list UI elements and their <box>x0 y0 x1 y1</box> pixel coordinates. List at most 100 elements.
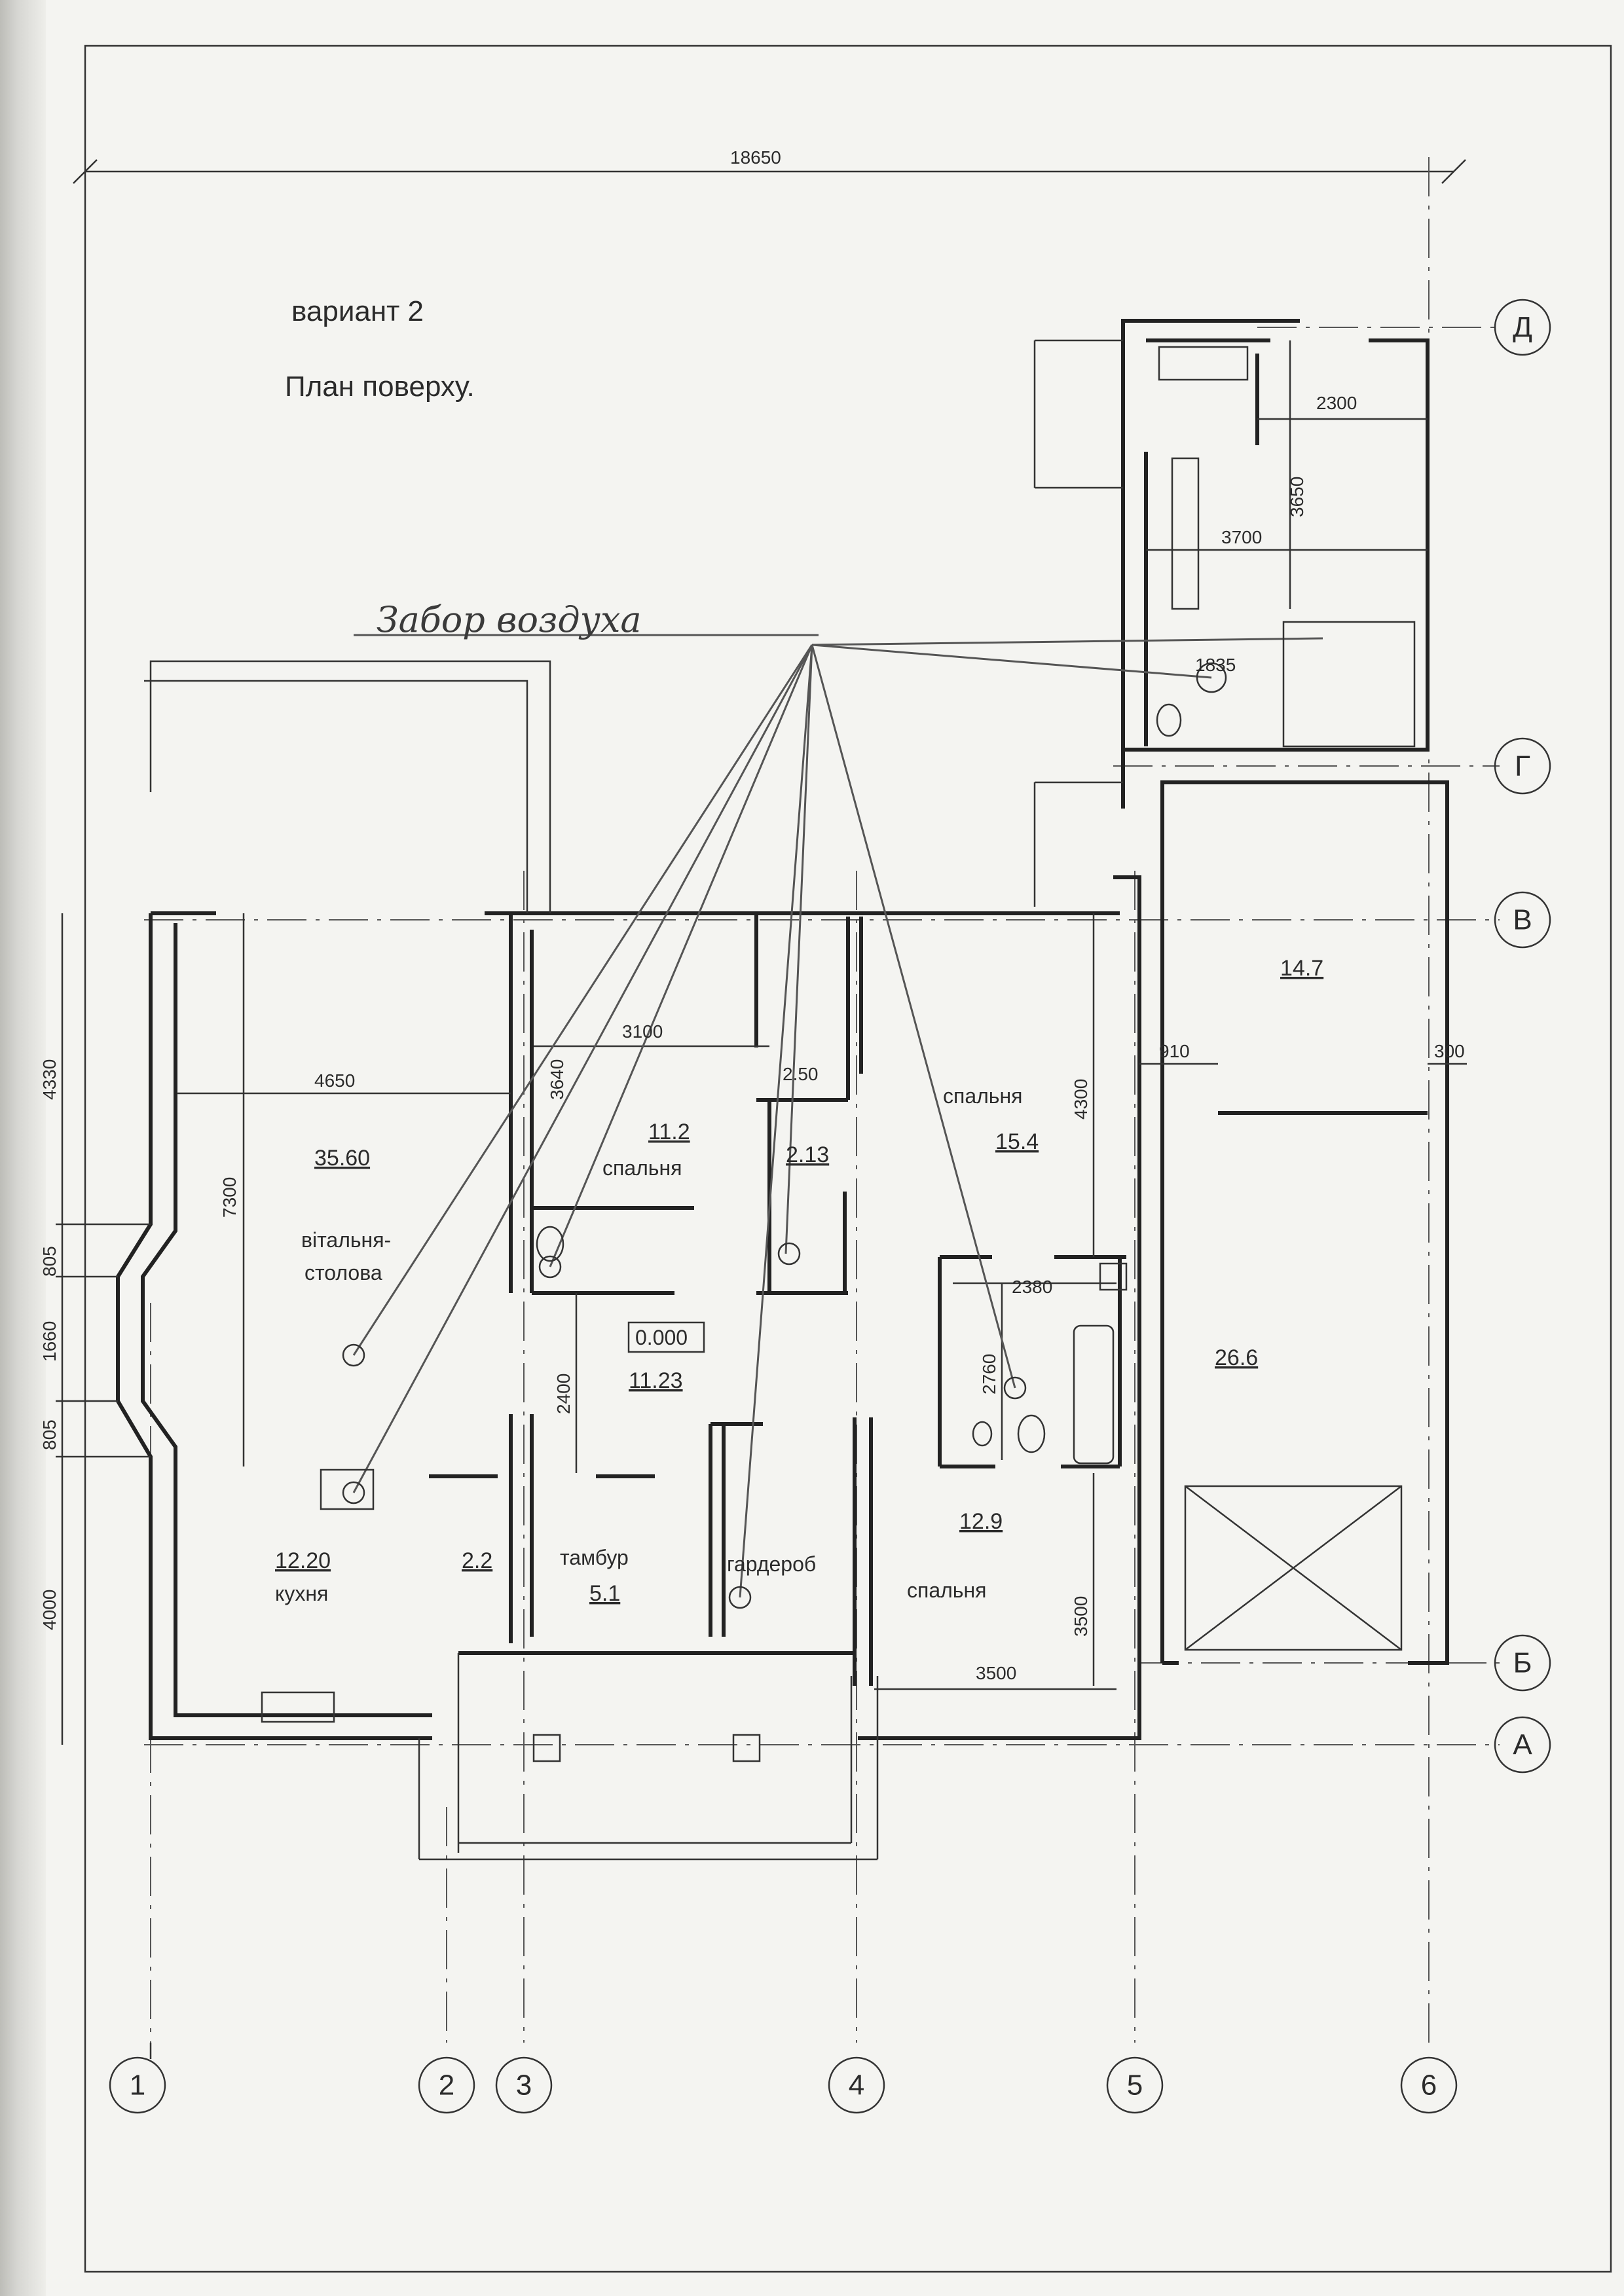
garage-area: 26.6 <box>1215 1345 1258 1370</box>
duct-bath-ne <box>811 644 1016 1389</box>
column-icon <box>732 1734 761 1762</box>
axis-bubble-B <box>1494 1634 1551 1692</box>
scan-edge-shadow <box>0 0 46 2296</box>
hall-area: 11.23 <box>629 1368 683 1393</box>
diffuser-kitchen <box>342 1481 365 1504</box>
dim-3700: 3700 <box>1221 527 1262 547</box>
dim-4300: 4300 <box>1071 1079 1091 1120</box>
axis-label-V: В <box>1513 904 1532 936</box>
diffuser-wc <box>538 1255 562 1279</box>
dim-4650: 4650 <box>314 1070 355 1091</box>
axis-bubble-6 <box>1400 2056 1458 2114</box>
dim-2400: 2400 <box>553 1374 574 1414</box>
dim-left-805-bottom: 805 <box>39 1419 60 1450</box>
vestibule-name: тамбур <box>560 1546 629 1569</box>
living-name-line2: столова <box>304 1261 382 1285</box>
sink-icon <box>972 1421 993 1447</box>
bedroom-ne-name: спальня <box>943 1084 1022 1108</box>
axis-bubble-5 <box>1106 2056 1164 2114</box>
axis-bubble-D <box>1494 299 1551 356</box>
axis-bubble-2 <box>418 2056 475 2114</box>
axis-label-B: Б <box>1513 1647 1532 1679</box>
plan-title: План поверху. <box>285 371 475 403</box>
sauna-bench-icon <box>1282 621 1416 748</box>
dim-3100: 3100 <box>622 1021 663 1042</box>
axis-markers <box>109 299 1551 2114</box>
shower-icon <box>1099 1262 1128 1291</box>
duct-annex <box>811 644 1212 679</box>
axis-bubble-V <box>1494 891 1551 949</box>
axis-bubble-4 <box>828 2056 885 2114</box>
bedroom-ne-area: 15.4 <box>995 1129 1039 1154</box>
air-diffusers <box>342 662 1227 1609</box>
axis-bubble-1 <box>109 2056 166 2114</box>
kitchen-area: 12.20 <box>275 1548 331 1573</box>
pantry-area: 2.2 <box>462 1548 492 1573</box>
axis-label-D: Д <box>1513 312 1532 344</box>
dimension-lines <box>56 340 1467 1745</box>
plumbing-fixtures <box>261 346 1416 1762</box>
bedroom-small-area: 11.2 <box>648 1120 690 1144</box>
garage-annex-area: 14.7 <box>1280 956 1323 981</box>
dim-3500-horizontal: 3500 <box>976 1663 1016 1683</box>
dim-3500-vertical: 3500 <box>1071 1596 1091 1637</box>
dim-left-805-top: 805 <box>39 1246 60 1277</box>
dim-left-4330: 4330 <box>39 1059 60 1100</box>
dim-1835: 1835 <box>1195 655 1236 675</box>
dim-910: 910 <box>1159 1041 1190 1061</box>
axis-label-3: 3 <box>516 2069 532 2102</box>
column-icon <box>532 1734 561 1762</box>
bedroom-se-area: 12.9 <box>959 1509 1003 1534</box>
level-mark-frame <box>627 1321 705 1353</box>
duct-bath-small <box>784 644 813 1254</box>
floor-level-mark: 0.000 <box>635 1326 688 1349</box>
duct-wardrobe <box>739 644 813 1598</box>
duct-boiler <box>811 637 1323 646</box>
vestibule-area: 5.1 <box>589 1581 620 1606</box>
dim-left-4000: 4000 <box>39 1590 60 1630</box>
garage-pit <box>1184 1485 1403 1651</box>
kitchen-name: кухня <box>275 1582 328 1605</box>
toilet-icon <box>536 1226 564 1262</box>
duct-kitchen <box>352 644 813 1493</box>
axis-label-A: А <box>1513 1729 1532 1761</box>
axis-label-6: 6 <box>1421 2069 1437 2102</box>
dim-overall: 18650 <box>730 147 781 168</box>
living-name-line1: вітальня- <box>301 1228 391 1252</box>
bedroom-se-name: спальня <box>907 1578 986 1602</box>
dim-2380: 2380 <box>1012 1277 1052 1297</box>
dim-300: 300 <box>1434 1041 1465 1061</box>
toilet-icon <box>1156 703 1182 737</box>
diffuser-bath-small <box>777 1242 801 1266</box>
kitchen-sink-icon <box>261 1691 335 1723</box>
air-duct-runs <box>352 634 1323 1598</box>
dim-7300: 7300 <box>219 1177 240 1218</box>
axis-bubble-G <box>1494 737 1551 795</box>
dim-3640: 3640 <box>547 1059 567 1100</box>
variant-label: вариант 2 <box>291 295 424 327</box>
sheet-frame <box>84 45 1612 2273</box>
dim-left-1660: 1660 <box>39 1321 60 1362</box>
stove-icon <box>320 1468 375 1510</box>
handwritten-note: Забор воздуха <box>377 599 642 640</box>
shelving-icon <box>1171 457 1200 610</box>
bathroom-small-area: 2.13 <box>786 1142 829 1167</box>
axis-label-2: 2 <box>439 2069 454 2102</box>
diffuser-wardrobe <box>728 1586 752 1609</box>
axis-label-G: Г <box>1515 750 1530 782</box>
bathtub-icon <box>1073 1324 1115 1465</box>
bedroom-small-name: спальня <box>602 1156 682 1180</box>
axis-bubble-3 <box>495 2056 553 2114</box>
dim-2300: 2300 <box>1316 393 1357 413</box>
diffuser-annex <box>1196 662 1227 693</box>
living-area: 35.60 <box>314 1146 370 1171</box>
toilet-icon <box>1017 1414 1046 1453</box>
axis-label-5: 5 <box>1127 2069 1143 2102</box>
duct-wc <box>549 644 813 1267</box>
dim-2760: 2760 <box>979 1354 999 1394</box>
interior-walls <box>144 339 1126 1861</box>
diffuser-bath-ne <box>1003 1376 1027 1400</box>
duct-living <box>352 644 813 1356</box>
